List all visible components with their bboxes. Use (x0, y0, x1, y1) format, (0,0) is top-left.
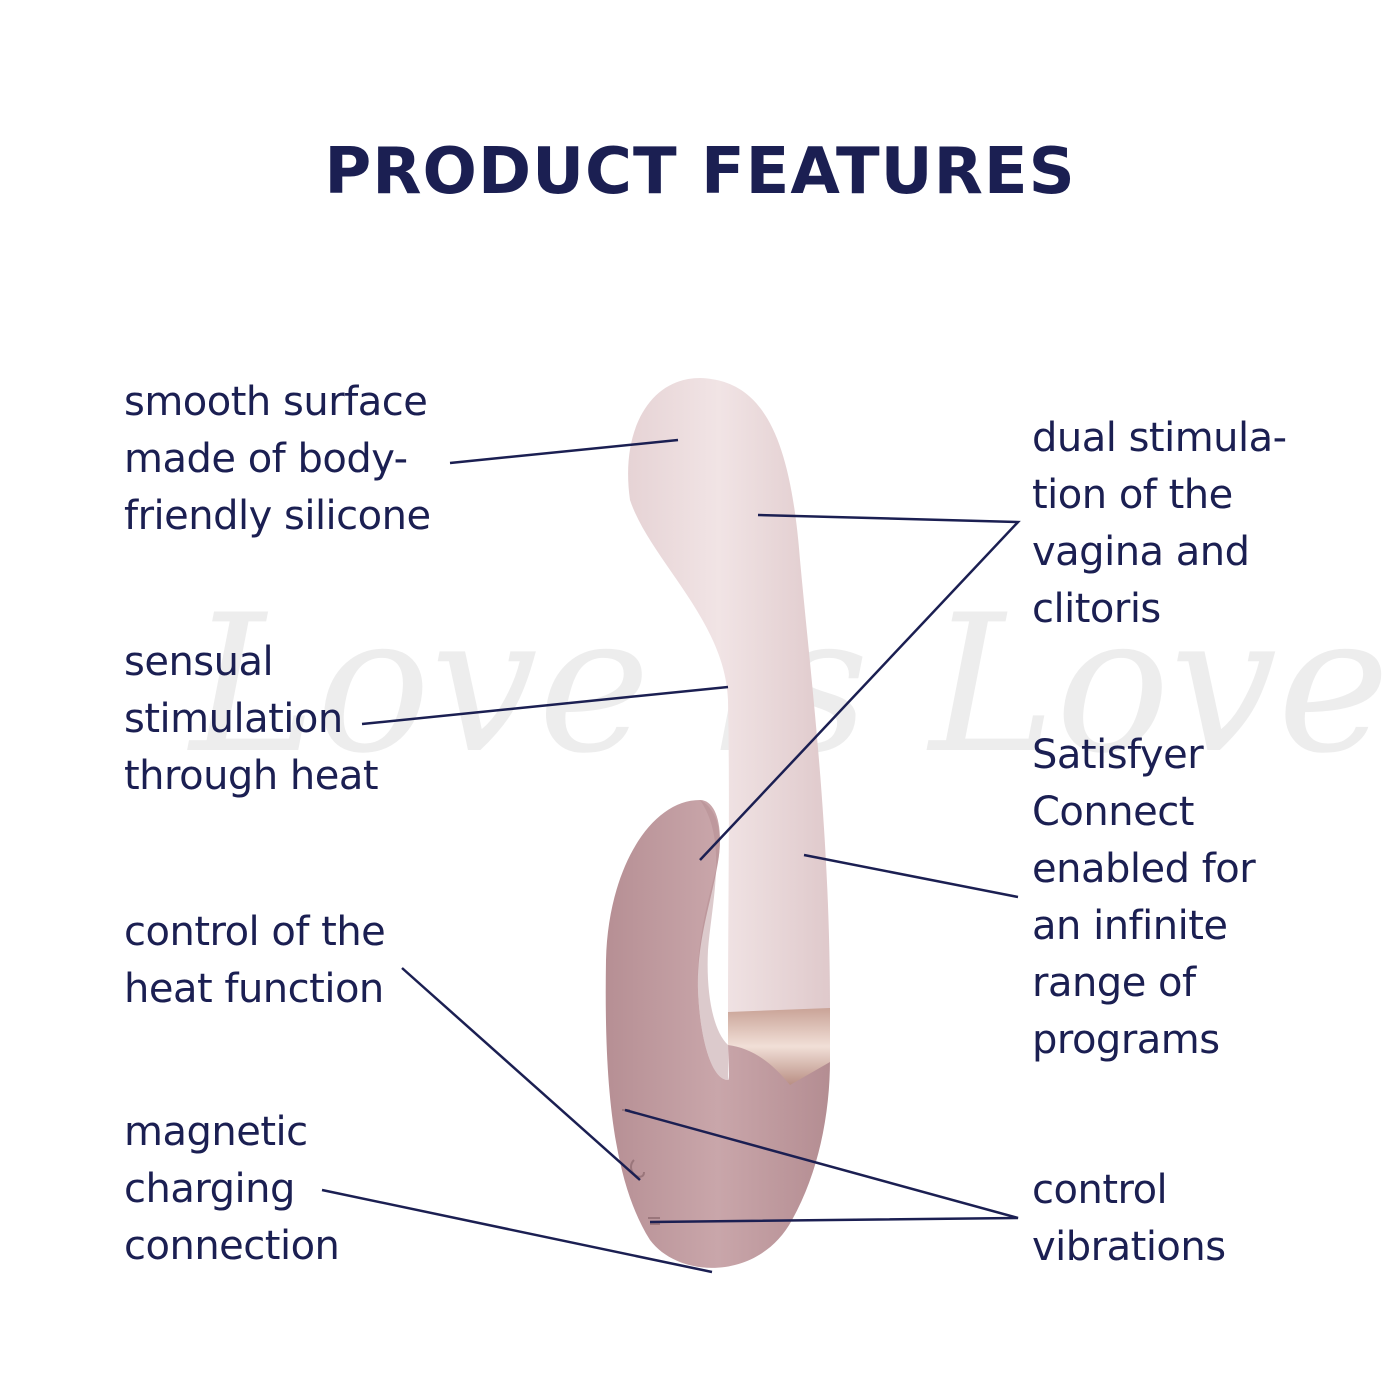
feature-control-vibrations: control vibrations (1032, 1167, 1226, 1270)
feature-smooth-surface: smooth surface made of body- friendly si… (124, 379, 431, 539)
feature-dual-stimulation: dual stimula- tion of the vagina and cli… (1032, 415, 1287, 632)
device-shaft (628, 378, 830, 1020)
feature-satisfyer-connect: Satisfyer Connect enabled for an infinit… (1032, 732, 1256, 1063)
feature-magnetic-charging: magnetic charging connection (124, 1109, 340, 1269)
feature-heat-stimulation: sensual stimulation through heat (124, 639, 379, 799)
device-ring (728, 1008, 830, 1085)
page-title: PRODUCT FEATURES (324, 135, 1076, 209)
feature-heat-control: control of the heat function (124, 909, 386, 1012)
callout-lines (321, 438, 1021, 1274)
